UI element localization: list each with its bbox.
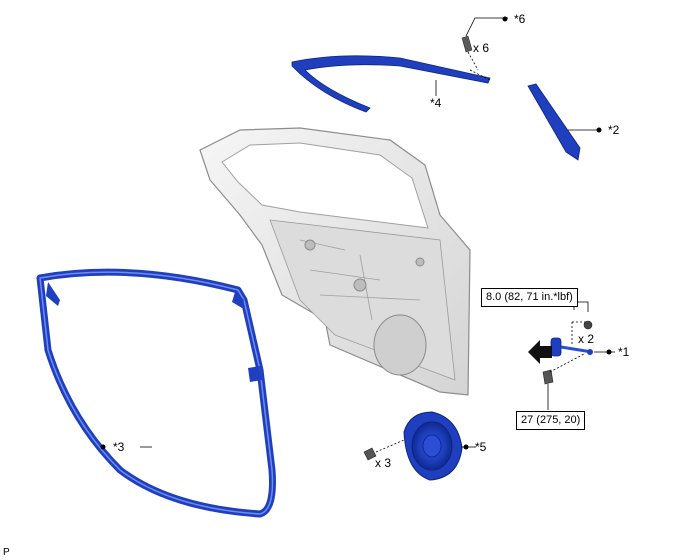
torque-upper: 8.0 (82, 71 in.*lbf) xyxy=(481,288,578,307)
part-1-door-check xyxy=(528,301,615,410)
bullet-1 xyxy=(606,349,612,355)
bullet-5 xyxy=(463,444,469,450)
bullet-3 xyxy=(100,444,106,450)
corner-code: P xyxy=(3,547,10,558)
callout-6: *6 xyxy=(514,12,526,26)
rear-door-panel xyxy=(199,127,471,396)
part-4-upper-moulding xyxy=(291,55,491,113)
quantity-3: x 3 xyxy=(375,456,392,470)
bullet-2 xyxy=(596,127,602,133)
quantity-2: x 2 xyxy=(578,332,595,346)
torque-lower: 27 (275, 20) xyxy=(516,411,586,430)
callout-1: *1 xyxy=(618,345,630,359)
callout-2: *2 xyxy=(608,123,620,137)
callout-3: *3 xyxy=(113,440,125,454)
callout-4: *4 xyxy=(430,96,442,110)
quantity-6: x 6 xyxy=(473,41,490,55)
callout-5: *5 xyxy=(475,440,487,454)
part-6-clip xyxy=(461,17,508,71)
part-3-weatherstrip xyxy=(36,268,276,518)
part-5-speaker xyxy=(363,411,476,481)
bullet-6 xyxy=(502,16,508,22)
part-2-pillar-garnish xyxy=(527,83,597,161)
